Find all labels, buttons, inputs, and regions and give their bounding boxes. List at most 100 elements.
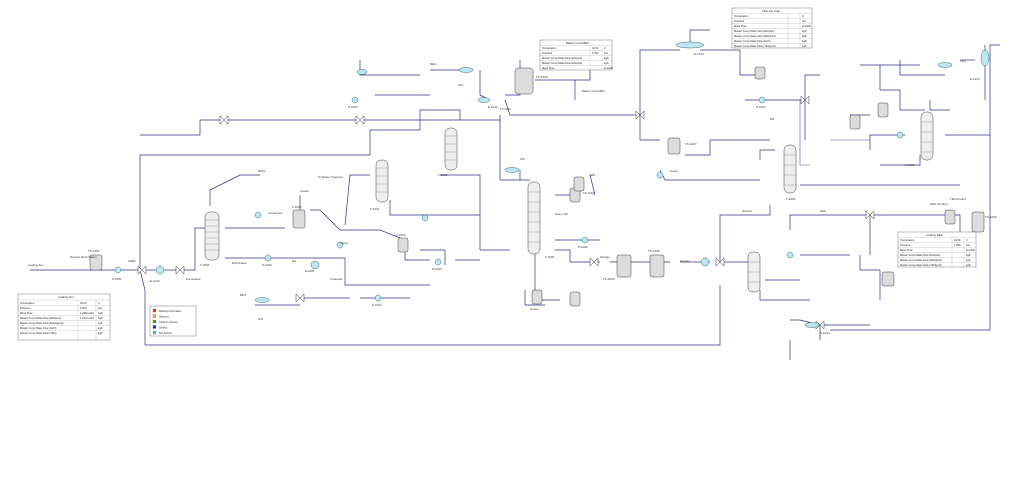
- drum-heavy[interactable]: Heavy: [530, 289, 543, 311]
- pump-p1002[interactable]: P-1002: [262, 254, 272, 267]
- hx-e1013[interactable]: E-1013: [970, 49, 990, 81]
- svg-text:Storage: Storage: [600, 255, 610, 259]
- pump-p1007[interactable]: P-1007: [756, 96, 766, 109]
- column-t1006[interactable]: T-1006: [905, 111, 934, 167]
- drum-bottom-middle[interactable]: [569, 291, 581, 307]
- svg-text:Mass Flow: Mass Flow: [20, 311, 33, 315]
- pump-p1003[interactable]: P-1003: [432, 258, 442, 271]
- tank-tk1007[interactable]: TK-1007: [667, 137, 697, 155]
- svg-text:Mass Flow: Mass Flow: [542, 66, 555, 70]
- pump-p1006[interactable]: P-1006: [578, 236, 589, 249]
- svg-text:Master Comp Mass Flow (EGlycol: Master Comp Mass Flow (EGlycol): [542, 61, 582, 65]
- svg-text:E-1013: E-1013: [970, 77, 980, 81]
- svg-text:Master Comp Mass Flow (H2O): Master Comp Mass Flow (H2O): [20, 326, 57, 330]
- drum-v1003[interactable]: V-1003: [396, 233, 409, 253]
- svg-text:Master Comp Mass Flow (TEGlyco: Master Comp Mass Flow (TEGlycol): [734, 44, 776, 48]
- column-t1005[interactable]: T-1005: [783, 144, 797, 201]
- hx-teg-upper[interactable]: [937, 62, 953, 68]
- valve-crude[interactable]: [295, 293, 305, 303]
- drum-teg-product[interactable]: [849, 114, 861, 130]
- svg-text:Not Solved: Not Solved: [159, 331, 172, 335]
- svg-text:Master Comp Mass Flow (TEG): Master Comp Mass Flow (TEG): [20, 331, 57, 335]
- hx-mid-feed[interactable]: [656, 171, 664, 179]
- svg-text:Warning: Warning: [159, 315, 169, 319]
- drum-deg-product[interactable]: DEG Product: [930, 202, 956, 225]
- valve-upper-mid[interactable]: [635, 110, 645, 120]
- svg-text:40.00: 40.00: [592, 46, 599, 50]
- drum-lower-right[interactable]: [881, 271, 895, 287]
- hx-middle-cw[interactable]: [504, 167, 520, 173]
- svg-text:T-1006: T-1006: [905, 163, 915, 167]
- valve-right-feed[interactable]: [865, 210, 875, 220]
- hx-condenser-meg[interactable]: [356, 69, 368, 75]
- svg-text:kg/h: kg/h: [98, 331, 103, 335]
- tank-tk1008[interactable]: TK-1008: [971, 211, 997, 233]
- hx-e1010[interactable]: E-1010: [150, 265, 165, 283]
- svg-text:kmole/h: kmole/h: [966, 248, 976, 252]
- column-t1004[interactable]: T-1004: [527, 181, 555, 259]
- tank-tk1005[interactable]: TK-1005: [603, 254, 632, 281]
- svg-text:Cooled: Cooled: [300, 189, 309, 193]
- heat-exchangers: E-1010 E-1001 E-1011 E-1012 E-1013 E-101…: [150, 41, 990, 336]
- tank-tk1001[interactable]: TK-1001: [88, 249, 103, 271]
- hx-e1014[interactable]: E-1014: [804, 322, 830, 336]
- svg-text:kg/h: kg/h: [802, 44, 807, 48]
- hx-e1001[interactable]: E-1001: [305, 260, 320, 273]
- svg-text:Heavy Tail: Heavy Tail: [555, 212, 568, 216]
- svg-text:1.500: 1.500: [80, 306, 87, 310]
- drum-v1002[interactable]: V-1002: [292, 205, 306, 229]
- column-t1003[interactable]: T-1003: [438, 127, 458, 177]
- valve-preheat[interactable]: [175, 265, 185, 275]
- pump-p1005[interactable]: P-1005: [348, 96, 359, 109]
- valve-recycle-top[interactable]: [219, 115, 229, 125]
- valve-middle[interactable]: [589, 257, 599, 267]
- pump-mid-heavy[interactable]: [421, 214, 429, 222]
- tank-meg-storage[interactable]: TK-1003: [514, 67, 548, 95]
- tank-tk1006[interactable]: TK-1006: [648, 249, 665, 278]
- column-lower-right[interactable]: [747, 251, 761, 293]
- svg-text:Master Comp Mass Flow (H2O): Master Comp Mass Flow (H2O): [734, 39, 771, 43]
- drum-reflux-right[interactable]: [877, 102, 889, 118]
- valve-meg-line[interactable]: [355, 115, 365, 125]
- svg-text:TK-1007: TK-1007: [685, 142, 697, 146]
- svg-text:MEG: MEG: [430, 62, 436, 66]
- svg-text:C: C: [966, 238, 968, 242]
- svg-text:C: C: [604, 46, 606, 50]
- valve-feed[interactable]: [137, 265, 147, 275]
- svg-text:Mass Flow: Mass Flow: [900, 248, 913, 252]
- svg-text:Temperature: Temperature: [542, 46, 557, 50]
- drum-upper-vac[interactable]: [754, 66, 766, 80]
- hx-lower-left[interactable]: [254, 297, 270, 303]
- svg-text:40.00: 40.00: [954, 238, 961, 242]
- svg-text:Master Comp Mass Flow (TEGlyco: Master Comp Mass Flow (TEGlycol): [900, 263, 942, 267]
- svg-text:Master Comp Mass Flow (Ethylgl: Master Comp Mass Flow (Ethylglycol): [20, 321, 64, 325]
- hx-right-mid[interactable]: [700, 257, 710, 267]
- pump-right-lower[interactable]: [786, 251, 794, 259]
- hx-meg-upper[interactable]: [458, 67, 474, 73]
- pump-right-teg[interactable]: [896, 131, 904, 139]
- status-legend: Missing Information Warning Column Inter…: [149, 305, 197, 337]
- hx-e1011[interactable]: E-1011: [477, 97, 498, 110]
- valve-teg-recycle[interactable]: [800, 95, 810, 105]
- svg-text:Product: Product: [680, 259, 690, 263]
- pump-p1001[interactable]: P-1001: [112, 266, 122, 281]
- svg-text:E-1011: E-1011: [488, 105, 498, 109]
- svg-text:Missing Information: Missing Information: [159, 309, 182, 313]
- valve-right-mid[interactable]: [715, 257, 725, 267]
- column-t1001[interactable]: T-1001: [200, 211, 220, 267]
- svg-text:E-1012: E-1012: [694, 52, 704, 56]
- svg-text:Reflux: Reflux: [258, 169, 267, 173]
- svg-text:To Waste Treatment: To Waste Treatment: [318, 175, 343, 179]
- drum-mid-column[interactable]: [573, 176, 585, 192]
- svg-text:kmole/h: kmole/h: [802, 24, 812, 28]
- pump-p1004[interactable]: P-1004: [372, 294, 382, 307]
- svg-text:1.000: 1.000: [592, 51, 599, 55]
- column-t1002[interactable]: T-1002: [370, 159, 389, 211]
- hx-reboiler-crude[interactable]: [336, 241, 344, 249]
- hx-e1012[interactable]: E-1012: [675, 41, 705, 56]
- svg-text:kg/h: kg/h: [98, 326, 103, 330]
- svg-text:T-1001: T-1001: [200, 263, 210, 267]
- hx-condenser-t1001[interactable]: [254, 211, 262, 219]
- valves: [137, 95, 875, 330]
